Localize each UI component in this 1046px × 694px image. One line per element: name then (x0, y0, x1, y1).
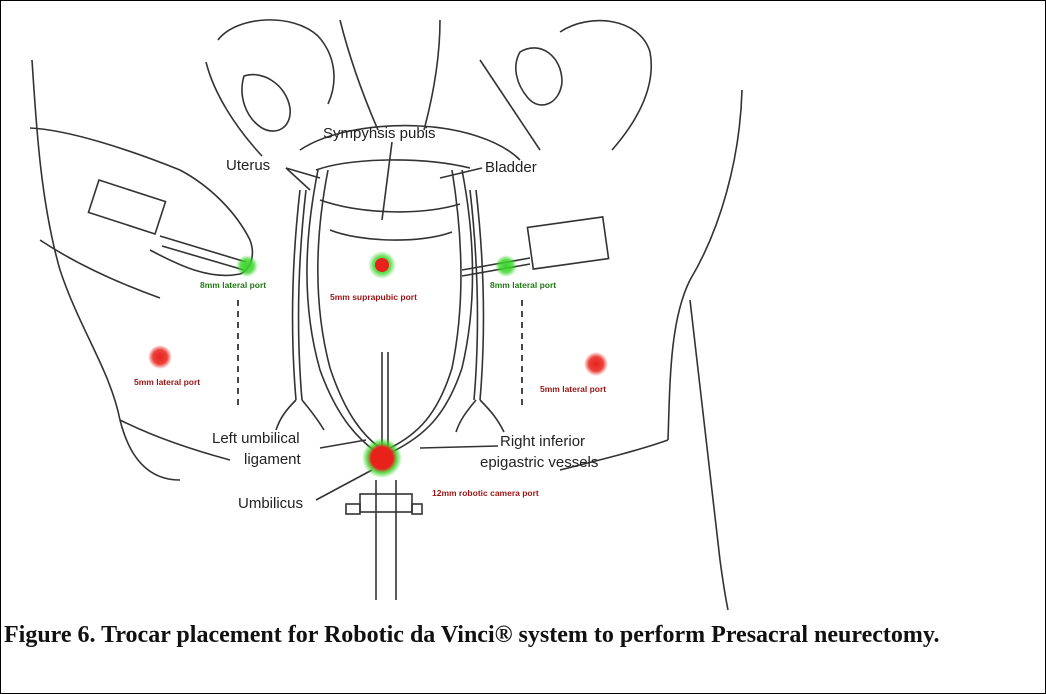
port-label-left-8mm: 8mm lateral port (200, 280, 266, 290)
right-8mm-port-marker (495, 255, 517, 277)
left-5mm-port-marker (148, 345, 172, 369)
trocar-placement-diagram: Sympyhsis pubis Uterus Bladder Left umbi… (29, 19, 743, 610)
port-label-right-5mm: 5mm lateral port (540, 384, 606, 394)
label-umbilicus: Umbilicus (238, 495, 303, 512)
label-left-umbilical-2: ligament (244, 451, 302, 468)
port-markers (148, 251, 608, 478)
label-right-inferior-1: Right inferior (500, 433, 585, 450)
port-label-suprapubic: 5mm suprapubic port (330, 292, 417, 302)
label-bladder: Bladder (485, 159, 537, 176)
suprapubic-port-core (375, 258, 389, 272)
anatomy-lineart (29, 19, 743, 610)
label-right-inferior-2: epigastric vessels (480, 454, 598, 471)
right-5mm-port-marker (584, 352, 608, 376)
label-symphysis: Sympyhsis pubis (323, 125, 436, 142)
port-label-left-5mm: 5mm lateral port (134, 377, 200, 387)
figure-caption: Figure 6. Trocar placement for Robotic d… (4, 622, 940, 648)
left-8mm-port-marker (236, 255, 258, 277)
camera-port-marker (362, 438, 402, 478)
port-label-right-8mm: 8mm lateral port (490, 280, 556, 290)
port-label-camera: 12mm robotic camera port (432, 488, 539, 498)
label-left-umbilical-1: Left umbilical (212, 430, 300, 447)
label-uterus: Uterus (226, 157, 270, 174)
